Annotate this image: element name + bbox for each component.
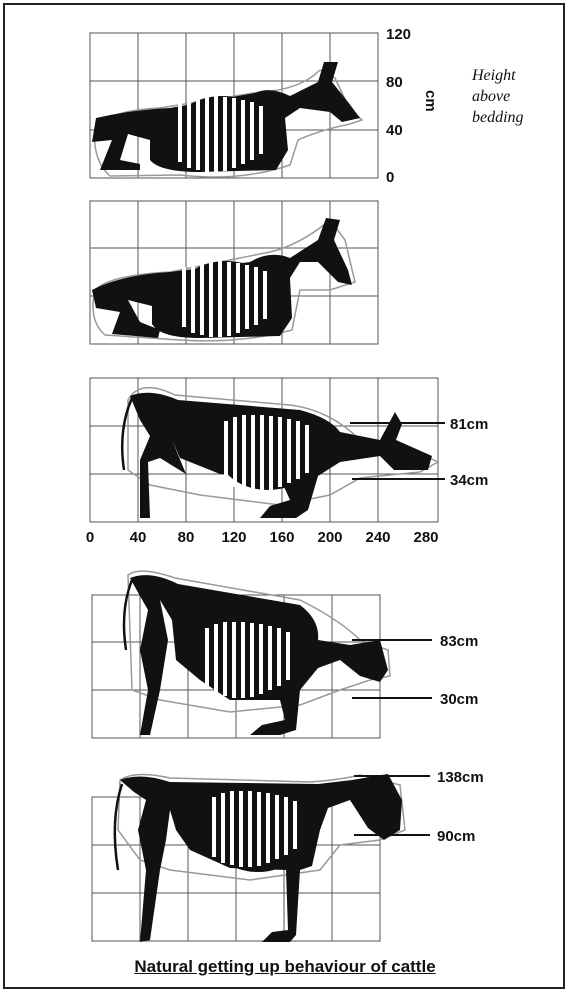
legend-line-3: bedding bbox=[472, 109, 524, 126]
legend-line-2: above bbox=[472, 88, 510, 105]
y-tick-40: 40 bbox=[386, 122, 403, 139]
y-axis-ticks: 120 80 40 0 bbox=[386, 26, 411, 186]
figure-caption: Natural getting up behaviour of cattle bbox=[0, 957, 570, 977]
stage-3-upper-label: 81cm bbox=[450, 416, 488, 433]
x-tick-160: 160 bbox=[269, 529, 294, 546]
x-tick-0: 0 bbox=[86, 529, 94, 546]
tail-3 bbox=[122, 398, 132, 470]
y-tick-0: 0 bbox=[386, 169, 394, 186]
x-tick-240: 240 bbox=[365, 529, 390, 546]
x-axis-ticks: 0 40 80 120 160 200 240 280 bbox=[86, 529, 439, 546]
y-tick-80: 80 bbox=[386, 74, 403, 91]
stage-4-front-rising: 83cm 30cm bbox=[92, 571, 478, 738]
stage-3-hind-rising: 81cm 34cm 0 40 80 120 160 200 240 280 bbox=[86, 378, 489, 546]
stage-4-lower-label: 30cm bbox=[440, 691, 478, 708]
legend: Height above bedding bbox=[471, 67, 524, 126]
x-tick-120: 120 bbox=[221, 529, 246, 546]
x-tick-200: 200 bbox=[317, 529, 342, 546]
legend-line-1: Height bbox=[471, 67, 516, 84]
stage-4-upper-label: 83cm bbox=[440, 633, 478, 650]
stage-2-kneeling bbox=[90, 201, 378, 344]
y-tick-120: 120 bbox=[386, 26, 411, 43]
stage-5-standing: 138cm 90cm bbox=[92, 769, 484, 942]
x-tick-280: 280 bbox=[413, 529, 438, 546]
x-tick-80: 80 bbox=[178, 529, 195, 546]
x-tick-40: 40 bbox=[130, 529, 147, 546]
stage-5-lower-label: 90cm bbox=[437, 828, 475, 845]
stage-1-lying bbox=[90, 33, 378, 178]
stage-3-lower-label: 34cm bbox=[450, 472, 488, 489]
stage-5-upper-label: 138cm bbox=[437, 769, 484, 786]
y-axis-unit: cm bbox=[422, 90, 439, 112]
